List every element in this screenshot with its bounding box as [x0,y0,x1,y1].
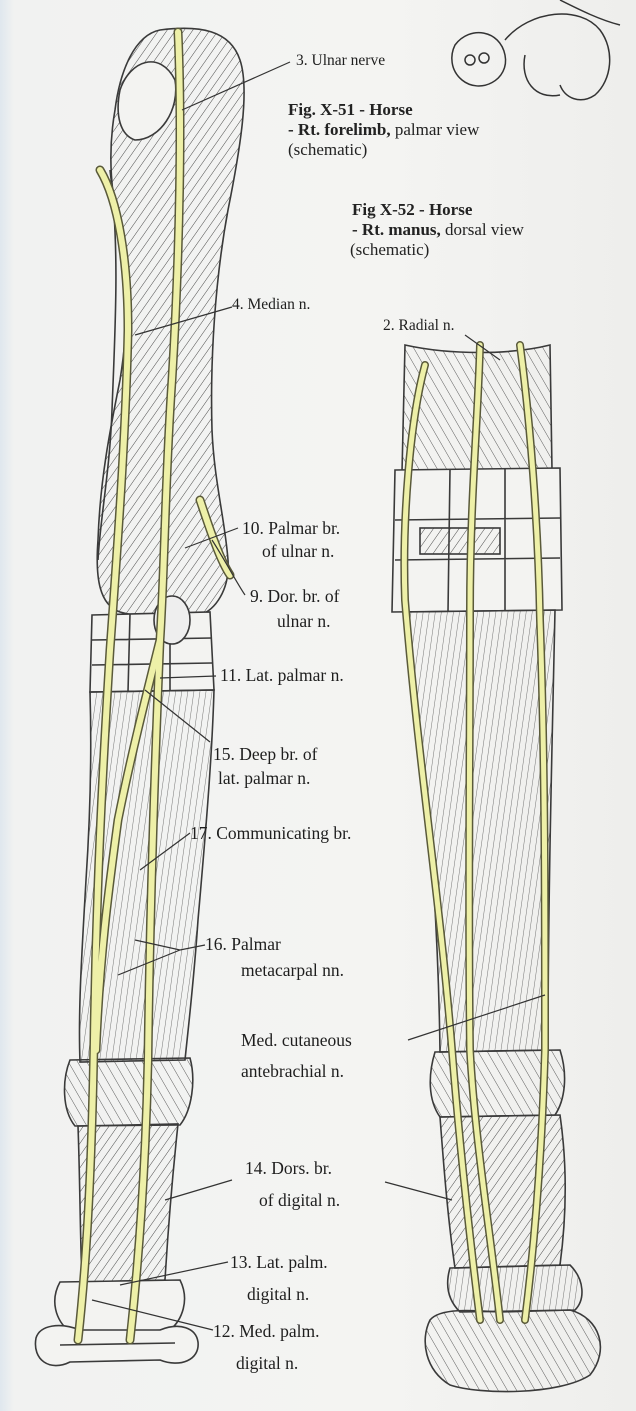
label-deep-br-1: 15. Deep br. of [213,744,318,765]
caption-fig-x51-subject: - Rt. forelimb, [288,120,391,139]
right-coffin-bone [425,1310,600,1392]
right-hoof [448,1265,582,1312]
label-deep-br-2: lat. palmar n. [218,768,310,789]
label-med-palm-digital-2: digital n. [236,1353,298,1374]
caption-fig-x52: Fig X-52 - Horse - Rt. manus, dorsal vie… [352,200,524,260]
label-radial-nerve: 2. Radial n. [383,317,454,335]
label-palmar-br-ulnar-1: 10. Palmar br. [242,518,340,539]
label-med-cutaneous-1: Med. cutaneous [241,1030,352,1051]
label-lat-palm-digital-1: 13. Lat. palm. [230,1252,328,1273]
label-lat-palm-digital-2: digital n. [247,1284,309,1305]
right-manus-drawing [392,345,600,1392]
label-communicating-br: 17. Communicating br. [190,823,351,844]
horse-sketch [452,0,620,100]
caption-fig-x52-title: Fig X-52 - Horse [352,200,524,220]
label-dor-br-ulnar-1: 9. Dor. br. of [250,586,339,607]
label-ulnar-nerve: 3. Ulnar nerve [296,52,385,70]
label-dors-br-digital-2: of digital n. [259,1190,340,1211]
label-dors-br-digital-1: 14. Dors. br. [245,1158,332,1179]
caption-fig-x51-note: (schematic) [288,140,479,160]
caption-fig-x51-title: Fig. X-51 - Horse [288,100,479,120]
label-palmar-br-ulnar-2: of ulnar n. [262,541,334,562]
label-med-palm-digital-1: 12. Med. palm. [213,1321,319,1342]
caption-fig-x52-note: (schematic) [350,240,524,260]
label-lat-palmar-nerve: 11. Lat. palmar n. [220,665,344,686]
label-med-cutaneous-2: antebrachial n. [241,1061,344,1082]
label-palmar-metacarpal-1: 16. Palmar [205,934,281,955]
left-coffin-bone [35,1326,198,1366]
caption-fig-x52-subject: - Rt. manus, [352,220,441,239]
caption-fig-x51: Fig. X-51 - Horse - Rt. forelimb, palmar… [288,100,479,160]
caption-fig-x52-view: dorsal view [441,220,524,239]
label-median-nerve: 4. Median n. [232,296,310,314]
caption-fig-x51-view: palmar view [391,120,480,139]
label-dor-br-ulnar-2: ulnar n. [277,611,330,632]
left-fetlock [65,1058,193,1126]
left-hoof [55,1280,185,1332]
label-palmar-metacarpal-2: metacarpal nn. [241,960,344,981]
